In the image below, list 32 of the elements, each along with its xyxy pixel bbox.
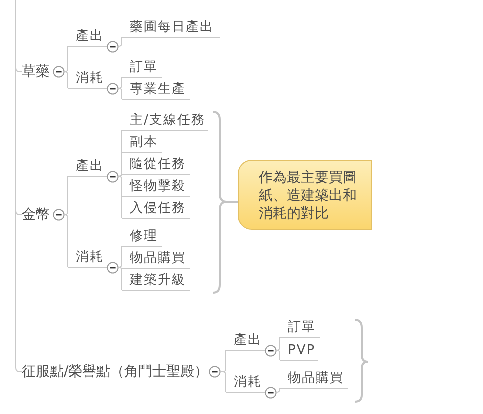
topic-label: 征服點/榮譽點（角鬥士聖殿） (22, 363, 210, 381)
subtopic-label: 訂單 (122, 59, 162, 78)
connector-line (118, 267, 122, 291)
connector-line (220, 372, 226, 393)
subtopic-label: 修理 (122, 228, 162, 247)
subtopic-label: 怪物擊殺 (122, 178, 190, 197)
subtopic-label: 藥圃每日產出 (122, 19, 220, 38)
subtopic-label: 主/支線任務 (122, 112, 208, 131)
connector-line (118, 88, 122, 100)
subtopic-label: 專業生產 (122, 81, 190, 100)
connector-line (64, 72, 68, 89)
connector-line (118, 77, 122, 89)
topic-label: 草藥 (22, 63, 51, 81)
connector-line (64, 176, 68, 216)
topic-label: 金幣 (22, 206, 51, 224)
callout-box: 作為最主要買圖紙、造建築出和消耗的對比 (238, 160, 372, 230)
connector-line (118, 176, 122, 219)
subtopic-label: 入侵任務 (122, 200, 190, 219)
connector-line (276, 337, 280, 351)
connector-line (118, 37, 122, 47)
subtopic-label: 物品購買 (280, 370, 348, 389)
connector-line (64, 214, 68, 268)
subtopic-label: 副本 (122, 134, 162, 153)
connector-line (64, 46, 68, 72)
subtopic-label: PVP (280, 342, 318, 361)
subtopic-label: 物品購買 (122, 250, 190, 269)
connector-line (276, 350, 280, 361)
subtopic-label: 隨從任務 (122, 156, 190, 175)
subtopic-label: 訂單 (280, 319, 320, 338)
subtopic-label: 建築升級 (122, 272, 190, 291)
connector-line (276, 388, 280, 393)
connector-line (118, 246, 122, 268)
